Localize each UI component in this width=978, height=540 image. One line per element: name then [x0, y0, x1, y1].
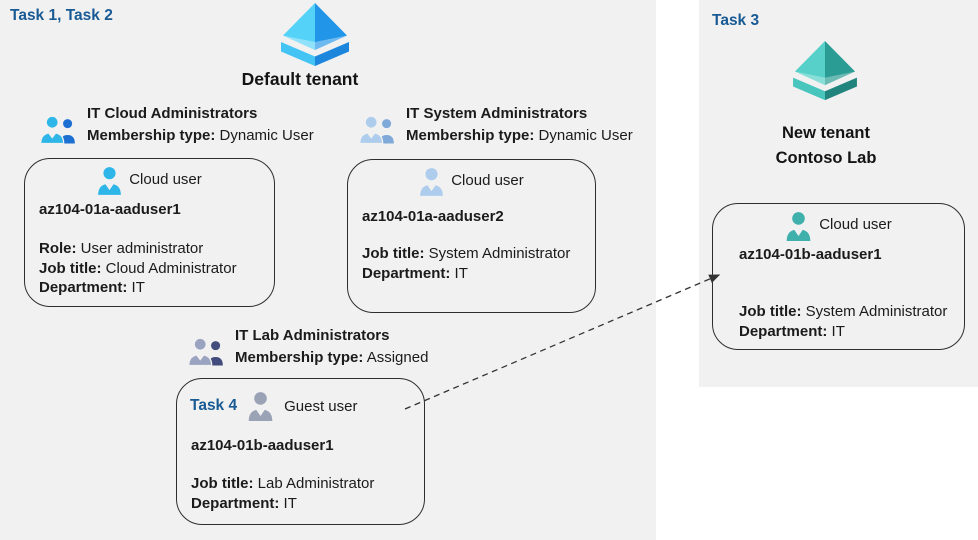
user-type-label: Guest user [284, 397, 358, 415]
cloud-user-icon [786, 212, 811, 241]
cloud-user-icon [98, 167, 122, 195]
group-name: IT Lab Administrators [235, 327, 390, 344]
attr-department: Department: IT [739, 322, 845, 340]
task-1-2-label: Task 1, Task 2 [10, 7, 113, 24]
user-name: az104-01a-aaduser1 [39, 201, 181, 218]
user-attributes: Role: User administrator Job title: Clou… [39, 239, 237, 298]
attr-job-title: Job title: System Administrator [739, 303, 948, 320]
cloud-user-icon [420, 168, 444, 196]
default-tenant-panel: Task 1, Task 2 Default tenant IT Cloud A… [0, 0, 656, 540]
attr-department: Department: IT [39, 279, 145, 296]
card-header: Cloud user [348, 167, 595, 196]
membership-type: Membership type: Dynamic User [406, 127, 633, 144]
user-type-label: Cloud user [129, 171, 202, 188]
group-name: IT Cloud Administrators [87, 105, 258, 122]
group-icon [359, 115, 394, 145]
card-header: Task 4 Guest user [177, 391, 424, 421]
task-4-label: Task 4 [190, 397, 238, 414]
new-tenant-cloud-user-card: Cloud user az104-01b-aaduser1 Job title:… [712, 203, 965, 350]
user-attributes: Job title: Lab Administrator Department:… [191, 474, 374, 513]
membership-type: Membership type: Dynamic User [87, 127, 314, 144]
attr-role: Role: User administrator [39, 240, 204, 257]
guest-user-icon [248, 392, 273, 421]
task-3-label: Task 3 [712, 12, 760, 29]
group-name: IT System Administrators [406, 105, 588, 122]
card-header: Cloud user [25, 166, 274, 195]
user-card-aaduser1: Cloud user az104-01a-aaduser1 Role: User… [24, 158, 275, 307]
attr-department: Department: IT [191, 494, 297, 512]
user-card-aaduser2: Cloud user az104-01a-aaduser2 Job title:… [347, 159, 596, 313]
attr-job-title: Job title: System Administrator [362, 245, 571, 262]
group-icon [40, 115, 75, 145]
default-tenant-title: Default tenant [241, 69, 359, 89]
user-attributes: Job title: System Administrator Departme… [362, 244, 570, 283]
membership-type: Membership type: Assigned [235, 349, 429, 366]
attr-job-title: Job title: Lab Administrator [191, 475, 375, 492]
new-tenant-title: New tenant Contoso Lab [775, 124, 877, 167]
user-attributes: Job title: System Administrator Departme… [739, 302, 947, 341]
user-type-label: Cloud user [819, 216, 892, 233]
group-it-lab-administrators: IT Lab Administrators Membership type: A… [188, 327, 428, 367]
attr-job-title: Job title: Cloud Administrator [39, 259, 237, 277]
group-it-cloud-administrators: IT Cloud Administrators Membership type:… [40, 105, 314, 145]
group-icon [188, 337, 223, 367]
attr-department: Department: IT [362, 264, 468, 282]
user-name: az104-01a-aaduser2 [362, 208, 504, 225]
azure-ad-tenant-icon [281, 3, 349, 66]
user-name: az104-01b-aaduser1 [191, 437, 334, 454]
group-it-system-administrators: IT System Administrators Membership type… [359, 105, 633, 145]
new-tenant-panel: Task 3 New tenant Contoso Lab Cloud user… [699, 0, 978, 387]
azure-ad-tenant-icon-teal [793, 40, 857, 101]
guest-user-card: Task 4 Guest user az104-01b-aaduser1 Job… [176, 378, 425, 525]
user-name: az104-01b-aaduser1 [739, 246, 882, 263]
card-header: Cloud user [713, 211, 964, 241]
user-type-label: Cloud user [451, 172, 524, 189]
